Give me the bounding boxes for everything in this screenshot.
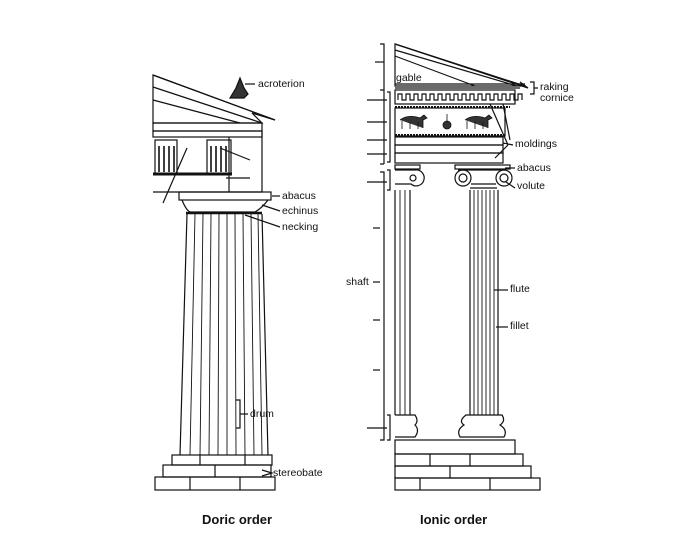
- label-echinus: echinus: [282, 205, 319, 217]
- doric-leaders: [240, 83, 281, 415]
- doric-order-drawing: [152, 74, 281, 491]
- ionic-leaders: [494, 142, 516, 328]
- label-acroterion: acroterion: [258, 78, 305, 90]
- label-fillet: fillet: [510, 320, 529, 332]
- caption-doric-order: Doric order: [202, 512, 273, 527]
- caption-ionic-order: Ionic order: [420, 512, 488, 527]
- ionic-capitals: [394, 164, 513, 189]
- ionic-pediment: [394, 43, 529, 89]
- label-abacus-ionic: abacus: [517, 162, 551, 174]
- label-moldings: moldings: [515, 138, 558, 150]
- label-drum: drum: [250, 408, 274, 420]
- ionic-dimension-brackets: [367, 43, 538, 441]
- doric-entablature: [152, 122, 263, 204]
- label-abacus-doric: abacus: [282, 190, 316, 202]
- acroterion-ornament: [228, 76, 249, 99]
- doric-shaft: [179, 213, 269, 456]
- ionic-entablature: [394, 89, 523, 164]
- doric-stereobate: [154, 454, 276, 491]
- label-necking: necking: [282, 221, 319, 233]
- label-shaft: shaft: [346, 276, 369, 288]
- label-flute: flute: [510, 283, 530, 295]
- label-volute: volute: [517, 180, 546, 192]
- ionic-shafts: [394, 190, 499, 415]
- doric-pediment: [152, 74, 276, 124]
- frieze-horses: [399, 114, 493, 130]
- label-raking-cornice: raking cornice: [540, 81, 574, 104]
- label-gable: gable: [396, 72, 422, 84]
- label-stereobate: stereobate: [273, 467, 323, 479]
- doric-capital: [178, 191, 272, 215]
- ionic-bases: [394, 414, 541, 491]
- ionic-order-drawing: [367, 43, 541, 491]
